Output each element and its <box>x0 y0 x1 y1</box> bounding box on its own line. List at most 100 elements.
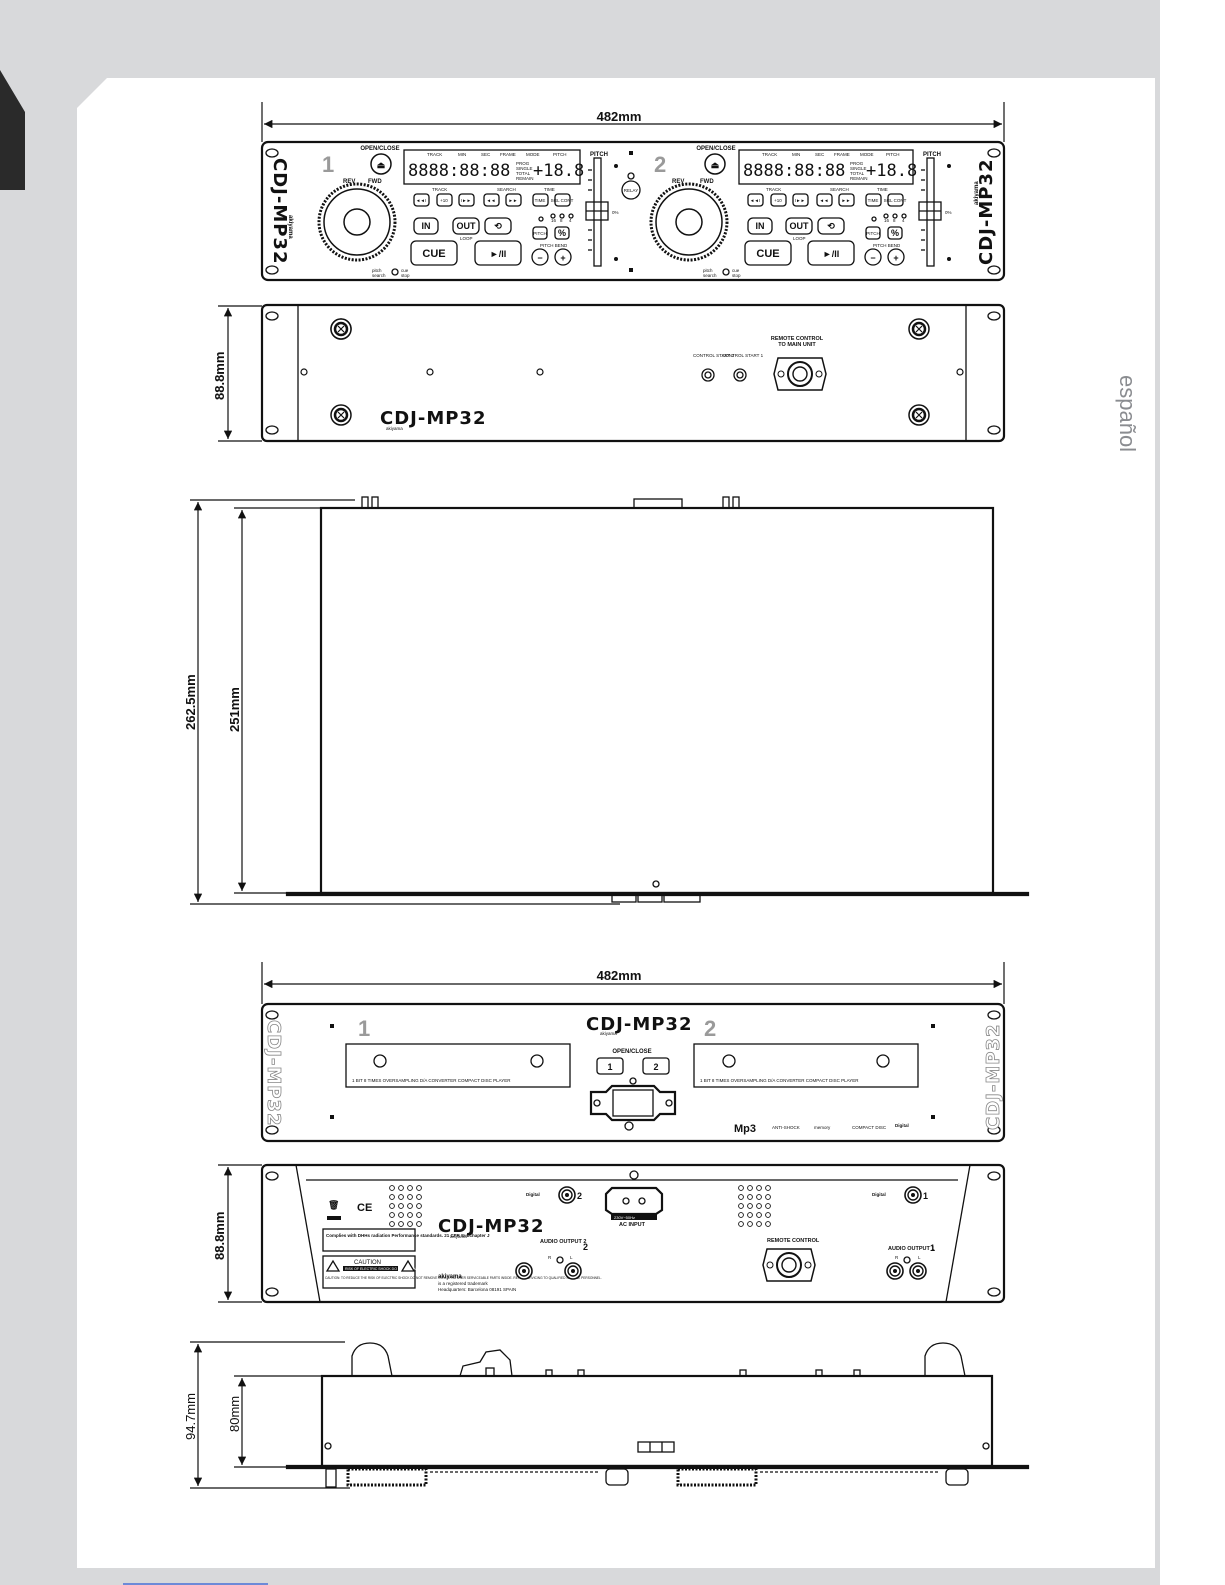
lcd-digits: 8888:88:88 <box>408 161 510 181</box>
deck-number-1: 1 <box>322 152 334 177</box>
remote-control-connector[interactable] <box>773 357 827 391</box>
remote-control-jack[interactable] <box>762 1248 816 1282</box>
time-button[interactable] <box>865 193 882 207</box>
time-label: TIME <box>535 198 546 203</box>
plus10-button[interactable] <box>770 193 787 207</box>
lcd-display-1 <box>403 149 581 185</box>
pitch-button[interactable] <box>865 226 881 240</box>
ac-input-socket[interactable] <box>604 1186 664 1216</box>
single-cont-button[interactable] <box>887 193 904 207</box>
plus-label: + <box>560 253 565 263</box>
loop-out-button[interactable] <box>452 217 480 235</box>
percent-label: % <box>558 228 566 238</box>
sgl-cont-label: SGL CONT <box>551 198 574 203</box>
depth-total-label: 262.5mm <box>183 674 198 730</box>
drawer-number-1: 1 <box>358 1016 370 1041</box>
brand-emboss-left: CDJ-MP32 <box>263 1020 284 1126</box>
out-label: OUT <box>457 221 477 231</box>
prev-track-button[interactable] <box>413 193 430 207</box>
play-pause-button[interactable] <box>474 240 522 266</box>
section-label: TIME <box>877 187 888 192</box>
channel-r-label: R <box>895 1255 899 1260</box>
digital-out-1-number: 1 <box>923 1191 928 1201</box>
compliance-text: Complies with DHHs radiation Performance… <box>326 1233 490 1238</box>
ce-mark: CE <box>357 1202 372 1214</box>
jog-wheel-1[interactable] <box>317 182 397 262</box>
audio-out-2-r-jack[interactable] <box>515 1262 533 1280</box>
remote-control-label: REMOTE CONTROL <box>767 1238 820 1244</box>
lcd-pitch: +18.8 <box>866 161 917 181</box>
lcd-header: MODE <box>526 152 540 157</box>
cue-button[interactable] <box>744 240 792 266</box>
next-track-button[interactable] <box>458 193 475 207</box>
search-fwd-button[interactable] <box>505 193 522 207</box>
loop-in-button[interactable] <box>413 217 439 235</box>
digital-out-1-jack[interactable] <box>904 1186 922 1204</box>
digital-out-1-label: Digital <box>872 1192 886 1197</box>
plus10-button[interactable] <box>436 193 453 207</box>
open-close-label: OPEN/CLOSE <box>360 146 399 152</box>
pitch-label: PITCH <box>923 152 941 158</box>
control-start-2-jack[interactable] <box>701 368 715 382</box>
pitch-slider-track-2 <box>926 157 935 267</box>
open-close-2-button[interactable] <box>642 1057 670 1075</box>
search-back-button[interactable] <box>483 193 500 207</box>
play-pause-button[interactable] <box>807 240 855 266</box>
lcd-header: FRAME <box>834 152 850 157</box>
cue-button[interactable] <box>410 240 458 266</box>
pitch-bend-plus[interactable] <box>554 248 572 266</box>
power-switch[interactable] <box>612 1089 654 1117</box>
loop-out-button[interactable] <box>785 217 813 235</box>
open-close-button-2[interactable] <box>704 153 726 175</box>
lcd-header: TRACK <box>762 152 777 157</box>
jog-mode-stop: stop <box>401 273 410 278</box>
front-panel-outline <box>260 1002 1006 1143</box>
brand-maker-back: akiyama <box>450 1234 467 1239</box>
lcd-mode: SINGLE <box>850 166 867 171</box>
open-close-1-button[interactable] <box>596 1057 624 1075</box>
time-label: TIME <box>868 198 879 203</box>
audio-output-1-label: AUDIO OUTPUT 1 <box>888 1246 934 1252</box>
percent-button[interactable] <box>887 226 903 240</box>
reloop-button[interactable] <box>484 217 512 235</box>
brand-maker-right: akiyama <box>974 181 980 205</box>
side-total-label: 94.7mm <box>183 1393 198 1440</box>
reloop-button[interactable] <box>817 217 845 235</box>
control-start-1-label: CONTROL START 1 <box>722 353 764 358</box>
pitch-bend-minus[interactable] <box>864 248 882 266</box>
jog-wheel-2[interactable] <box>649 182 729 262</box>
pitch-bend-minus[interactable] <box>531 248 549 266</box>
search-fwd-button[interactable] <box>838 193 855 207</box>
open-close-button[interactable] <box>370 153 392 175</box>
player-depth-view: 262.5mm 251mm <box>183 496 1030 905</box>
cd-drawer-2[interactable] <box>693 1043 919 1088</box>
pitch-bend-plus[interactable] <box>887 248 905 266</box>
next-track-button[interactable] <box>792 193 809 207</box>
audio-out-1-r-jack[interactable] <box>886 1262 904 1280</box>
loop-section-label: LOOP <box>460 236 473 241</box>
single-cont-button[interactable] <box>554 193 571 207</box>
out-label: OUT <box>790 221 810 231</box>
rear-width-dimension-label: 482mm <box>597 968 642 983</box>
digital-out-2-jack[interactable] <box>558 1186 576 1204</box>
prev-track-button[interactable] <box>747 193 764 207</box>
time-button[interactable] <box>532 193 549 207</box>
player-rear-view: 88.8mm 🗑 CE Complies with DHHs radiation… <box>212 1163 1006 1304</box>
control-start-1-jack[interactable] <box>733 368 747 382</box>
audio-out-1-l-jack[interactable] <box>909 1262 927 1280</box>
rewind-icon: ◄◄ <box>820 198 829 203</box>
pitch-button[interactable] <box>532 226 548 240</box>
remote-control-title: REMOTE CONTROL <box>771 336 824 342</box>
audio-out-2-l-jack[interactable] <box>564 1262 582 1280</box>
search-back-button[interactable] <box>816 193 833 207</box>
channel-r-label: R <box>548 1255 552 1260</box>
in-label: IN <box>422 221 431 231</box>
percent-button[interactable] <box>554 226 570 240</box>
loop-in-button[interactable] <box>747 217 773 235</box>
pitch-range: 8 <box>893 218 896 223</box>
lcd-header: MIN <box>792 152 800 157</box>
brand-logo-rear: CDJ-MP32 <box>380 408 486 429</box>
cd-drawer-1[interactable] <box>345 1043 571 1088</box>
lcd-header: PITCH <box>553 152 567 157</box>
relay-button[interactable] <box>621 180 641 200</box>
